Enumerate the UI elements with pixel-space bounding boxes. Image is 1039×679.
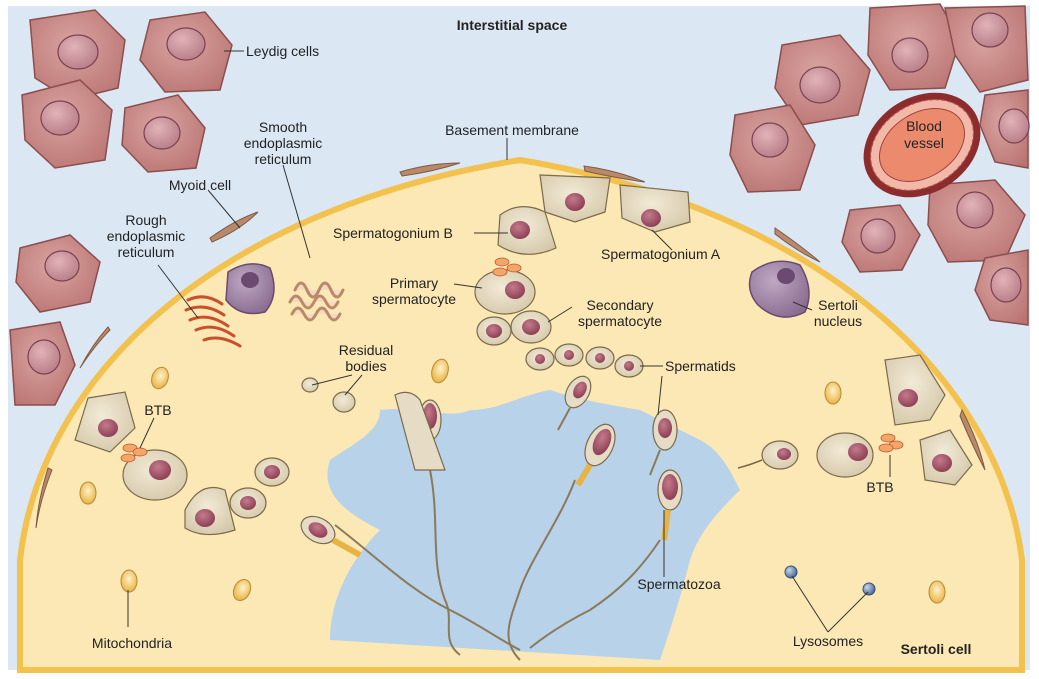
label-rough-er-2: endoplasmic <box>107 228 186 244</box>
sertoli-nucleus-left <box>225 263 275 315</box>
label-spermatogonium-a: Spermatogonium A <box>601 246 721 262</box>
label-smooth-er-1: Smooth <box>259 119 307 135</box>
label-basement-membrane: Basement membrane <box>445 122 579 138</box>
spermatid-elongating-3 <box>394 391 446 471</box>
label-smooth-er-3: reticulum <box>255 151 312 167</box>
label-lysosomes: Lysosomes <box>793 633 863 649</box>
mitochondria-group <box>79 358 946 604</box>
label-residual-bodies-1: Residual <box>339 342 393 358</box>
blood-vessel <box>863 92 981 198</box>
label-rough-er-3: reticulum <box>118 244 175 260</box>
rough-er <box>184 295 242 348</box>
sertoli-nucleolus-left <box>241 272 259 288</box>
labels: Interstitial space Leydig cells Basement… <box>92 17 971 657</box>
leydig-cell-group-left <box>9 9 233 406</box>
spermatid-elongating-2 <box>649 409 678 476</box>
label-smooth-er-2: endoplasmic <box>244 135 323 151</box>
label-btb-left: BTB <box>144 402 171 418</box>
right-germ-cells <box>737 354 973 486</box>
lysosomes-group <box>784 565 876 596</box>
residual-bodies <box>301 377 356 413</box>
leydig-cell-group-right <box>729 3 1030 326</box>
label-blood-vessel-1: Blood <box>906 118 942 134</box>
sperm-1 <box>300 515 521 651</box>
spermatid-chain <box>525 343 644 378</box>
label-leydig-cells: Leydig cells <box>246 43 319 59</box>
label-myoid-cell: Myoid cell <box>169 177 231 193</box>
label-sertoli-cell: Sertoli cell <box>901 641 972 657</box>
smooth-er <box>288 281 345 322</box>
sperm-4 <box>529 469 683 649</box>
left-germ-cells <box>74 391 290 536</box>
label-spermatids: Spermatids <box>665 358 736 374</box>
label-interstitial-space: Interstitial space <box>457 17 568 33</box>
secondary-spermatocytes <box>476 310 552 346</box>
label-primary-spermatocyte-2: spermatocyte <box>372 291 456 307</box>
label-mitochondria: Mitochondria <box>92 635 172 651</box>
leader-lines <box>127 50 891 633</box>
myoid-cells <box>35 162 986 529</box>
label-spermatogonium-b: Spermatogonium B <box>333 225 453 241</box>
label-sertoli-nucleus-2: nucleus <box>814 313 862 329</box>
label-residual-bodies-2: bodies <box>345 358 386 374</box>
label-rough-er-1: Rough <box>125 212 166 228</box>
spermatogonium-b <box>497 206 557 255</box>
label-sertoli-nucleus-1: Sertoli <box>818 297 858 313</box>
sperm-3 <box>507 423 616 661</box>
tight-junction-top <box>492 257 522 277</box>
label-primary-spermatocyte-1: Primary <box>390 275 438 291</box>
sertoli-nucleolus <box>777 268 795 284</box>
primary-spermatocyte <box>474 269 536 315</box>
spermatogonium-a-group <box>539 174 691 233</box>
tight-junction-right <box>878 433 904 453</box>
label-blood-vessel-2: vessel <box>904 135 944 151</box>
spermatozoa-group <box>300 375 683 661</box>
label-secondary-spermatocyte-1: Secondary <box>587 297 654 313</box>
label-secondary-spermatocyte-2: spermatocyte <box>578 313 662 329</box>
spermatid-elongating-1 <box>557 375 592 431</box>
label-spermatozoa: Spermatozoa <box>637 576 720 592</box>
tight-junction-left <box>120 443 148 463</box>
label-btb-right: BTB <box>866 479 893 495</box>
